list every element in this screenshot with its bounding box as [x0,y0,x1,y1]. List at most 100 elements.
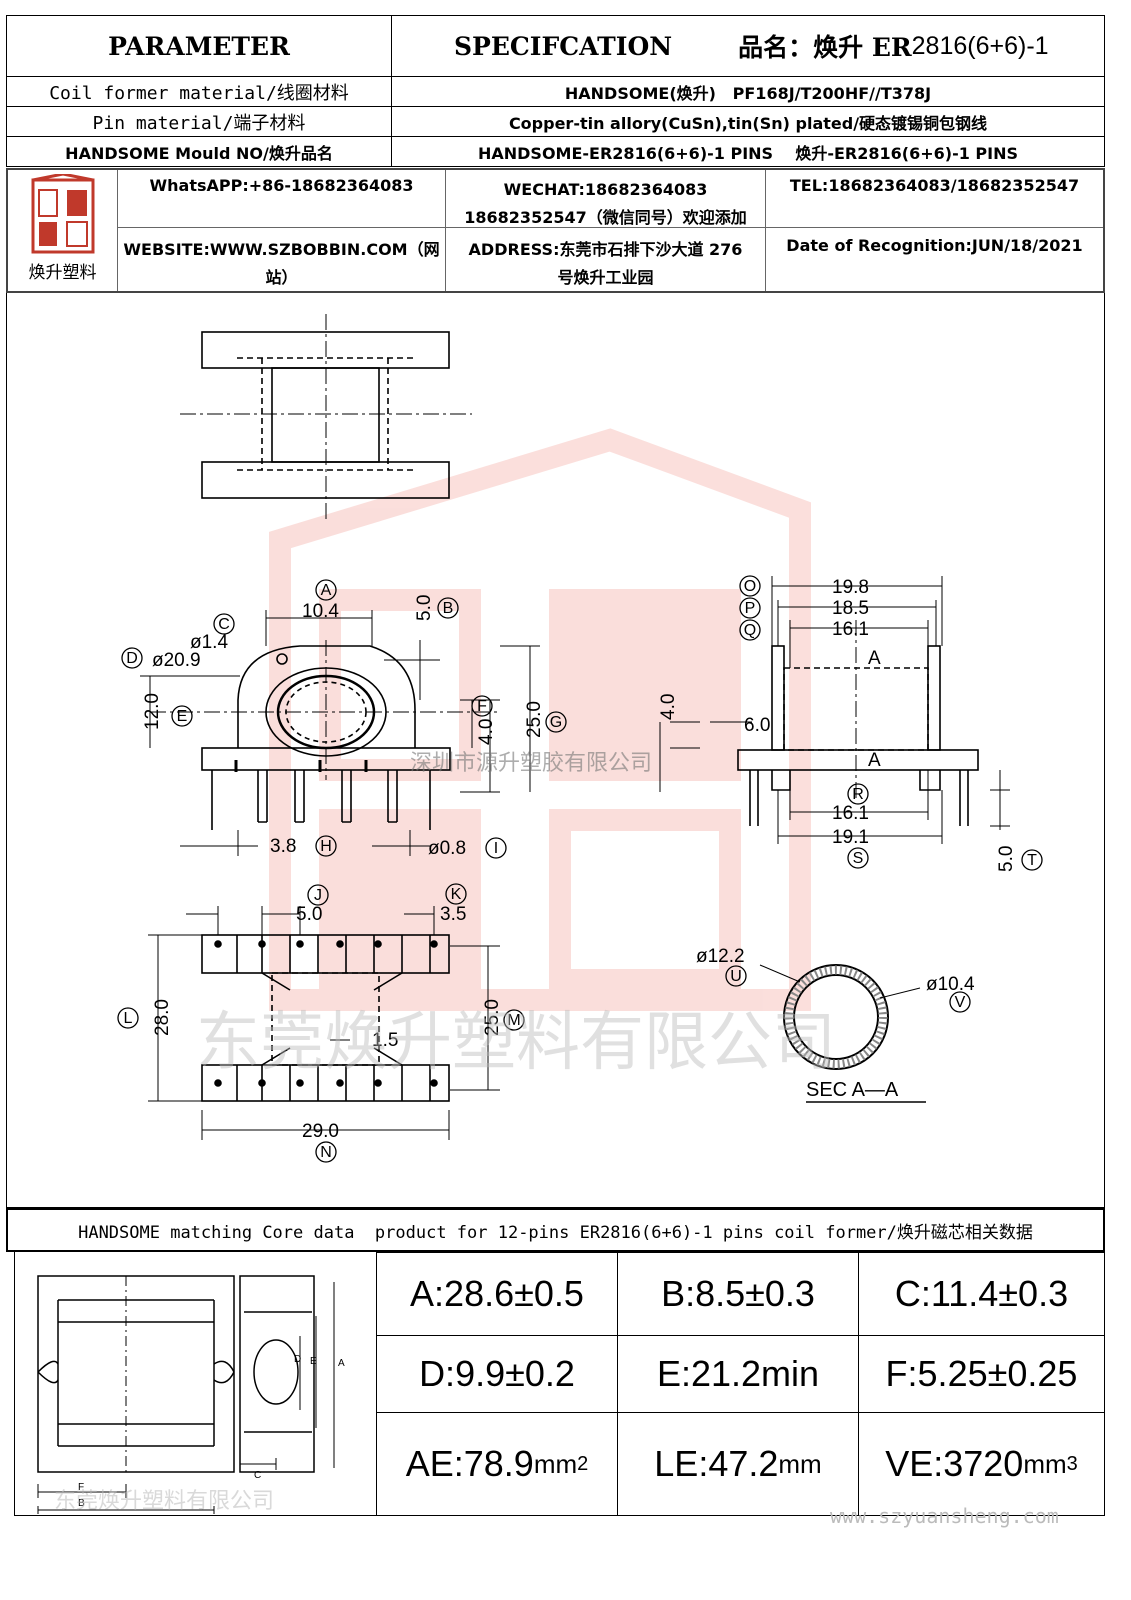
product-code: 2816(6+6)-1 [911,31,1049,60]
website-line-2: 站） [265,268,298,287]
circled-label-p: P [745,600,756,617]
core-ae-unit: mm [533,1448,578,1479]
mould-no-value: HANDSOME-ER2816(6+6)-1 PINS 焕升-ER2816(6+… [391,136,1105,167]
core-f-text: F:5.25±0.25 [885,1353,1078,1394]
circled-label-p-ring [739,597,761,619]
logo-icon [31,172,94,254]
circled-label-v-ring [949,991,971,1013]
circled-label-s-ring [847,847,869,869]
core-c: C:11.4±0.3 [858,1252,1105,1336]
circled-label-f: F [477,698,487,715]
dim-side-4: 4.0 [658,694,679,720]
logo-text: 焕升塑料 [28,263,97,283]
section-mark-a-bottom: A [868,750,881,771]
core-header-text: HANDSOME matching Core data product for … [78,1222,1033,1243]
logo: 焕升塑料 [8,170,118,291]
core-d-text: D:9.9±0.2 [419,1353,575,1394]
circled-label-n-ring [315,1141,337,1163]
core-e: E:21.2min [617,1335,859,1413]
circled-label-j-ring [307,884,329,906]
circled-label-h: H [320,838,332,855]
core-label-d: D [294,1354,301,1365]
product-prefix: 品名：焕升 ER [738,33,912,62]
circled-label-d-ring [121,647,143,669]
core-ve-sup: 3 [1066,1452,1078,1475]
dim-m: 25.0 [482,999,503,1036]
whatsapp-text: WhatsAPP:+86-18682364083 [149,176,414,195]
tel-text: TEL:18682364083/18682352547 [789,176,1080,195]
dim-b: 5.0 [414,595,435,621]
circled-label-u: U [730,968,742,985]
wechat-line-1: WECHAT:18682364083 [503,180,708,199]
circled-label-t: T [1027,852,1037,869]
dim-bottom-15: 1.5 [372,1030,398,1051]
recognition-date: Date of Recognition:JUN/18/2021 [766,228,1103,291]
circled-label-o: O [744,578,756,595]
circled-label-e-ring [171,705,193,727]
circled-label-c: C [218,616,230,633]
core-label-f: F [78,1482,84,1493]
mould-no-value-text: HANDSOME-ER2816(6+6)-1 PINS 焕升-ER2816(6+… [477,143,1019,163]
coil-material-value-text: HANDSOME(焕升) PF168J/T200HF//T378J [564,83,932,103]
website-line-1: WEBSITE:WWW.SZBOBBIN.COM（网 [123,240,440,259]
core-a-text: A:28.6±0.5 [410,1273,584,1314]
wechat-line-2: 18682352547（微信同号）欢迎添加 [464,208,747,227]
coil-material-label-text: Coil former material/线圈材料 [49,82,349,104]
circled-label-j: J [314,887,322,904]
core-c-text: C:11.4±0.3 [894,1273,1069,1314]
circled-label-a-ring [315,579,337,601]
front-view [150,640,500,830]
core-header: HANDSOME matching Core data product for … [6,1208,1105,1252]
core-e-text: E:21.2min [656,1353,820,1394]
core-diagram: D E A F B C 东莞焕升塑料有限公司 [37,1275,345,1514]
circled-label-m: M [507,1012,520,1029]
address-line-2: 号焕升工业园 [557,268,654,287]
dim-i: ø0.8 [428,838,466,859]
core-a: A:28.6±0.5 [376,1252,618,1336]
circled-label-n: N [320,1144,332,1161]
dim-g: 25.0 [524,701,545,738]
circled-label-a: A [321,582,332,599]
dim-f: 4.0 [476,719,497,745]
core-label-e: E [310,1356,317,1367]
coil-material-value: HANDSOME(焕升) PF168J/T200HF//T378J [391,76,1105,107]
watermark-text-2: 东莞焕升塑料有限公司 [196,1006,836,1078]
circled-label-d: D [126,650,138,667]
dim-c: ø1.4 [190,632,228,653]
core-b: B:8.5±0.3 [617,1252,859,1336]
core-ve-value: VE:3720 [885,1443,1024,1484]
core-b-text: B:8.5±0.3 [661,1273,815,1314]
front-dimensions [140,610,540,856]
website: WEBSITE:WWW.SZBOBBIN.COM（网 站） [118,228,446,291]
footer-watermark: 东莞焕升塑料有限公司 [54,1488,274,1513]
circled-label-i: I [494,840,498,857]
circled-label-l-ring [117,1007,139,1029]
drawing-frame [6,293,1105,1208]
section-title: SEC A—A [806,1079,899,1101]
dim-d: ø20.9 [152,650,201,671]
core-le-value: LE:47.2 [654,1443,779,1484]
circled-label-v: V [955,994,966,1011]
dim-l: 28.0 [152,999,173,1036]
core-ve-unit: mm [1023,1448,1067,1479]
circled-label-r: R [852,786,864,803]
dim-s: 19.1 [832,827,869,848]
recognition-date-text: Date of Recognition:JUN/18/2021 [786,236,1083,255]
circled-label-u-ring [725,965,747,987]
core-diagram-frame [14,1252,376,1516]
dim-r: 16.1 [832,803,869,824]
address: ADDRESS:东莞市石排下沙大道 276 号焕升工业园 [446,228,766,291]
bottom-view [201,934,450,1102]
circled-label-r-ring [847,783,869,805]
dim-o: 19.8 [832,577,869,598]
dimension-texts: 10.4 5.0 ø1.4 ø20.9 12.0 4.0 25.0 3.8 ø0… [142,577,1017,1142]
circled-label-o-ring [739,575,761,597]
circled-label-k-ring [445,883,467,905]
specification-text: SPECIFCATION [454,31,673,61]
mould-no-label-text: HANDSOME Mould NO/焕升品名 [65,143,333,163]
